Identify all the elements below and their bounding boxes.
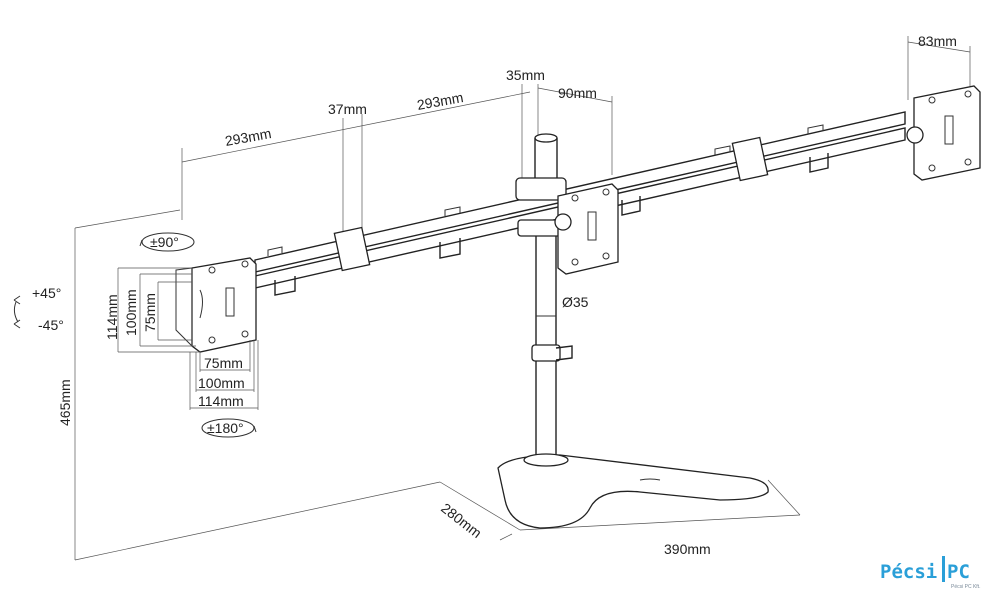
label-vesa-h-75: 75mm	[204, 355, 243, 371]
label-pole-diameter: Ø35	[562, 294, 589, 310]
vesa-dimensions	[117, 267, 259, 410]
rotation-indicators	[13, 232, 257, 438]
label-arm-thickness: 37mm	[328, 101, 367, 117]
label-rotate: ±180°	[207, 420, 244, 436]
base	[497, 453, 769, 529]
label-base-width: 390mm	[664, 541, 711, 557]
label-vesa-v-100: 100mm	[123, 289, 139, 336]
vesa-plate-center	[554, 183, 619, 275]
label-arm-right: 293mm	[416, 89, 465, 113]
label-vesa-v-75: 75mm	[142, 293, 158, 332]
label-base-depth: 280mm	[438, 500, 485, 541]
label-tilt-down: -45°	[38, 317, 64, 333]
label-plate-offset: 90mm	[558, 85, 597, 101]
center-pole	[515, 133, 573, 460]
label-swivel: ±90°	[150, 234, 179, 250]
logo-name-part1: Pécsi	[880, 561, 937, 583]
label-height: 465mm	[57, 379, 73, 426]
vesa-plate-right	[906, 85, 981, 181]
label-arm-left: 293mm	[224, 125, 273, 149]
label-vesa-h-114: 114mm	[198, 393, 244, 409]
label-vesa-h-100: 100mm	[198, 375, 245, 391]
label-right-plate: 83mm	[918, 33, 957, 49]
dimension-frame	[74, 36, 971, 561]
pecsi-pc-logo: Pécsi PC Pécsi PC Kft.	[880, 556, 980, 590]
label-vesa-v-114: 114mm	[104, 294, 120, 340]
logo-tagline: Pécsi PC Kft.	[951, 584, 980, 590]
label-pole-width: 35mm	[506, 67, 545, 83]
logo-name-part2: PC	[947, 561, 970, 583]
logo-tower-icon	[942, 556, 945, 582]
label-tilt-up: +45°	[32, 285, 61, 301]
vesa-plate-left	[175, 257, 257, 353]
